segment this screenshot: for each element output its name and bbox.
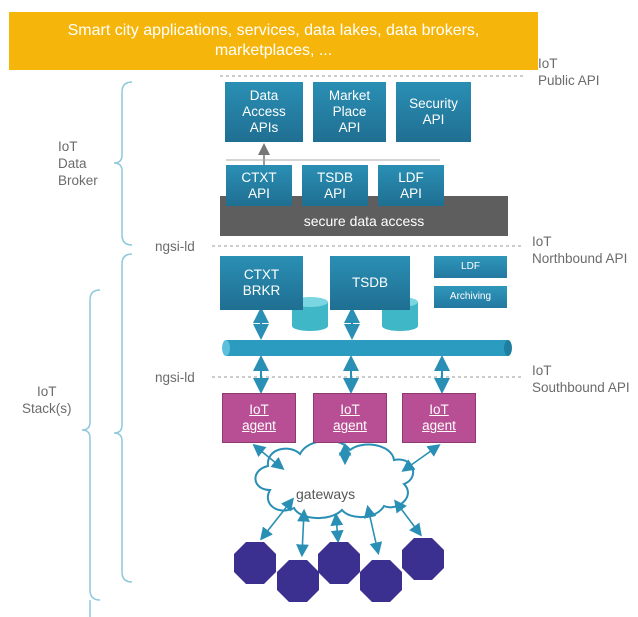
cloud-device-arrow-5 — [394, 499, 422, 537]
iot-agent-2[interactable]: IoT agent — [313, 393, 387, 443]
ldf-box: LDF — [434, 256, 507, 278]
device-octagon-5 — [402, 538, 444, 580]
data-bus — [222, 340, 512, 356]
tsdb-box: TSDB — [330, 256, 410, 310]
device-octagon-1 — [234, 542, 276, 584]
data-broker-brace — [113, 81, 133, 246]
tsdb-api-box-front: TSDB API — [302, 165, 368, 206]
ctxt-api-box-front: CTXT API — [226, 165, 292, 206]
cloud-device-arrow-4 — [363, 504, 383, 556]
security-api-box: Security API — [396, 82, 471, 142]
device-octagon-4 — [360, 560, 402, 602]
ngsi-ld-bottom-label: ngsi-ld — [155, 370, 195, 385]
device-octagon-3 — [318, 542, 360, 584]
southbound-api-label: IoT Southbound API — [532, 363, 630, 395]
cloud-device-arrow-2 — [296, 508, 310, 558]
agent3-cloud-arrow — [401, 444, 441, 472]
device-octagon-2 — [277, 560, 319, 602]
northbound-api-label: IoT Northbound API — [532, 234, 628, 266]
data-access-apis-box: Data Access APIs — [225, 82, 303, 142]
iot-agent-3[interactable]: IoT agent — [402, 393, 476, 443]
gateways-label: gateways — [296, 486, 356, 502]
iot-agent-1[interactable]: IoT agent — [222, 393, 296, 443]
agent1-cloud-arrow — [252, 443, 285, 471]
cloud-device-arrow-3 — [330, 512, 344, 544]
public-api-label: IoT Public API — [538, 56, 600, 88]
archiving-box: Archiving — [434, 286, 507, 308]
gateways-cloud — [254, 439, 415, 519]
marketplace-api-box: Market Place API — [313, 82, 386, 142]
ldf-api-box-front: LDF API — [378, 165, 444, 206]
data-broker-label: IoT Data Broker — [58, 139, 98, 188]
stack-label: IoT Stack(s) — [22, 384, 72, 416]
ctxt-broker-box: CTXT BRKR — [220, 256, 303, 310]
cloud-device-arrow-1 — [260, 497, 294, 541]
ngsi-ld-top-label: ngsi-ld — [155, 239, 195, 254]
applications-banner: Smart city applications, services, data … — [9, 12, 538, 70]
stack-inner-brace — [113, 253, 133, 583]
stack-outer-brace — [81, 289, 101, 601]
